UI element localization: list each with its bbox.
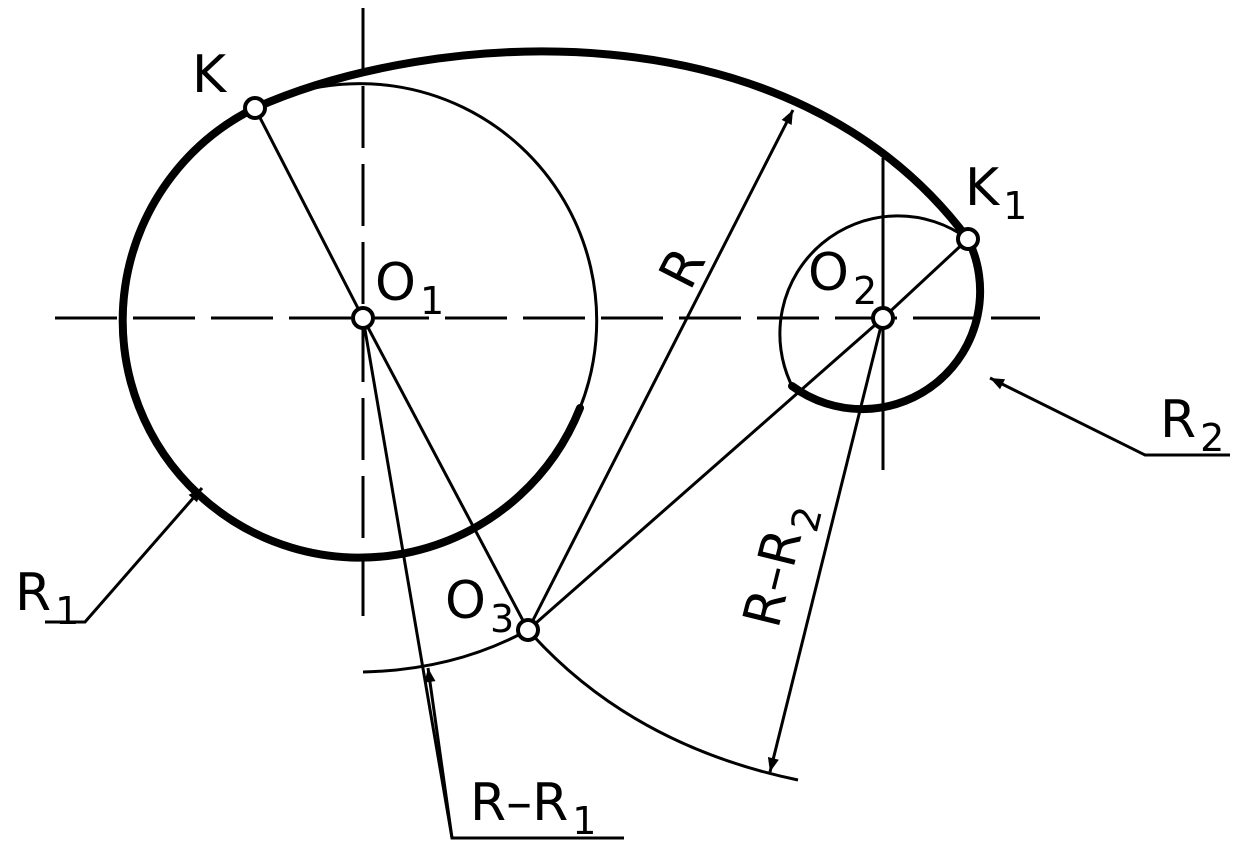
label-r2-sub: 2 (1200, 416, 1224, 460)
point-o2 (871, 306, 895, 330)
outline-conjugation-arc-r (251, 47, 972, 243)
construction-lines (253, 82, 970, 782)
radius-o2-k1 (881, 237, 970, 320)
label-o2-main: O (808, 243, 849, 303)
label-k: K (192, 45, 228, 105)
point-o1 (351, 306, 375, 330)
label-o1-main: O (375, 253, 416, 313)
leader-r-minus-r1 (424, 667, 624, 840)
label-r-minus-r2-sub: 2 (782, 502, 831, 536)
outline-arc-r1 (118, 104, 584, 562)
outline-arc-r2 (788, 235, 985, 414)
leader-r1 (45, 487, 204, 624)
point-o3 (516, 618, 540, 642)
point-k1 (956, 227, 980, 251)
circle-r1-thin-arc (254, 82, 599, 409)
label-r-minus-r2-main: R–R (732, 523, 814, 633)
arc-r-minus-r2 (526, 629, 799, 782)
line-o2-o3 (527, 316, 884, 632)
label-r-minus-r1-main: R–R (470, 773, 568, 833)
label-r1-main: R (15, 563, 51, 623)
leader-r2 (989, 376, 1230, 457)
label-r: R (648, 238, 718, 297)
outline (118, 47, 985, 562)
arc-r-minus-r1 (362, 628, 529, 674)
label-o3-sub: 3 (490, 597, 514, 641)
label-o1-sub: 1 (420, 279, 444, 323)
point-k (243, 96, 267, 120)
dim-line-r-minus-r2 (767, 317, 885, 773)
point-markers (243, 96, 980, 642)
label-k1-sub: 1 (1003, 184, 1027, 228)
label-o3-main: O (445, 571, 486, 631)
label-r1-sub: 1 (55, 589, 79, 633)
line-o1-o3 (361, 317, 530, 631)
label-o2-sub: 2 (853, 269, 877, 313)
radius-o1-k (253, 107, 365, 319)
dimension-lines (45, 109, 1230, 840)
dim-line-r-minus-r1 (361, 317, 454, 839)
label-r2-main: R (1160, 390, 1196, 450)
label-k1-main: K (965, 158, 1001, 218)
label-r-minus-r1-sub: 1 (572, 799, 596, 843)
circle-r2-thin-arc (778, 214, 969, 387)
dim-line-r (526, 109, 795, 631)
label-r-minus-r2: R–R2 (732, 496, 831, 636)
